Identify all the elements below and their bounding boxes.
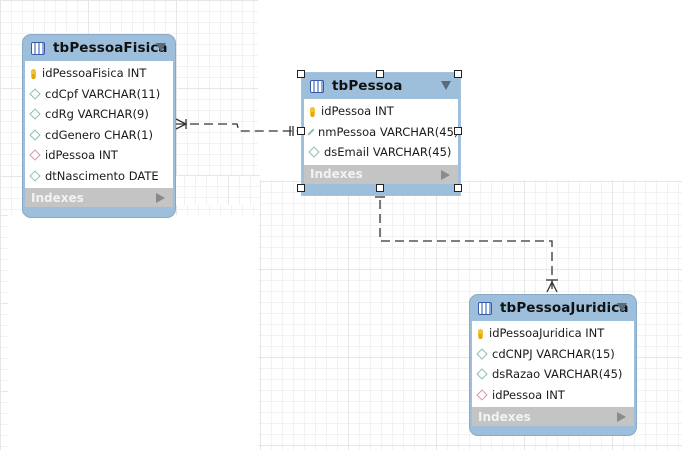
column-list: idPessoa INT nmPessoa VARCHAR(45) dsEmai… [304,99,458,165]
column-label: idPessoaFisica INT [42,66,147,81]
column-diamond-icon [476,348,488,360]
indexes-section[interactable]: Indexes [25,188,173,207]
column-row[interactable]: cdCpf VARCHAR(11) [25,84,173,105]
indexes-label: Indexes [310,167,363,181]
column-list: idPessoaFisica INT cdCpf VARCHAR(11) cdR… [25,61,173,188]
column-label: dsEmail VARCHAR(45) [324,145,452,160]
column-diamond-icon [308,146,320,158]
resize-handle-right[interactable] [454,127,462,135]
primary-key-icon [31,68,36,79]
column-diamond-icon [29,88,41,100]
column-label: nmPessoa VARCHAR(45) [318,124,459,139]
column-row[interactable]: dtNascimento DATE [25,166,173,187]
column-label: idPessoa INT [321,104,394,119]
expand-arrow-icon[interactable] [617,412,626,422]
column-row[interactable]: dsEmail VARCHAR(45) [304,142,458,163]
column-row[interactable]: cdRg VARCHAR(9) [25,104,173,125]
resize-handle-top-right[interactable] [454,70,462,78]
column-label: cdCpf VARCHAR(11) [45,86,161,101]
indexes-label: Indexes [31,190,84,205]
column-label: idPessoa INT [45,148,118,163]
table-name: tbPessoa [332,78,403,94]
column-diamond-icon [476,368,488,380]
table-name: tbPessoaFisica [53,40,168,56]
primary-key-icon [310,106,315,117]
indexes-section[interactable]: Indexes [472,407,634,426]
column-row[interactable]: idPessoaFisica INT [25,63,173,84]
column-list: idPessoaJuridica INT cdCNPJ VARCHAR(15) … [472,321,634,407]
indexes-label: Indexes [478,409,531,424]
column-label: cdCNPJ VARCHAR(15) [492,346,615,361]
collapse-arrow-icon[interactable] [617,303,627,312]
table-tbPessoa[interactable]: tbPessoa idPessoa INT nmPessoa VARCHAR(4… [301,72,461,196]
table-header[interactable]: tbPessoa [304,73,458,99]
column-label: cdRg VARCHAR(9) [45,107,149,122]
resize-handle-bottom-left[interactable] [297,184,305,192]
table-icon [31,41,45,55]
foreign-key-icon [476,389,488,401]
resize-handle-bottom[interactable] [376,184,384,192]
collapse-arrow-icon[interactable] [156,43,166,52]
resize-handle-top-left[interactable] [297,70,305,78]
table-header[interactable]: tbPessoaFisica [25,35,173,61]
expand-arrow-icon[interactable] [156,193,165,203]
column-label: dsRazao VARCHAR(45) [492,367,623,382]
column-row[interactable]: idPessoa INT [25,145,173,166]
column-row[interactable]: dsRazao VARCHAR(45) [472,364,634,385]
column-label: idPessoa INT [492,387,565,402]
indexes-section[interactable]: Indexes [304,164,458,184]
table-icon [310,79,324,93]
column-diamond-icon [29,129,41,141]
primary-key-icon [478,328,483,339]
column-label: cdGenero CHAR(1) [45,127,153,142]
foreign-key-icon [29,149,41,161]
column-diamond-icon [29,108,41,120]
resize-handle-left[interactable] [297,127,305,135]
column-row[interactable]: idPessoaJuridica INT [472,323,634,344]
expand-arrow-icon[interactable] [441,169,450,180]
resize-handle-top[interactable] [376,70,384,78]
table-tbPessoaJuridica[interactable]: tbPessoaJuridica idPessoaJuridica INT cd… [469,294,637,436]
resize-handle-bottom-right[interactable] [454,184,462,192]
column-diamond-icon [307,128,315,136]
table-icon [478,301,492,315]
column-row[interactable]: cdCNPJ VARCHAR(15) [472,344,634,365]
table-tbPessoaFisica[interactable]: tbPessoaFisica idPessoaFisica INT cdCpf … [22,34,176,218]
column-row[interactable]: cdGenero CHAR(1) [25,125,173,146]
collapse-arrow-icon[interactable] [441,81,451,90]
column-label: idPessoaJuridica INT [489,326,605,341]
canvas-grid [0,215,8,450]
column-label: dtNascimento DATE [45,168,159,183]
column-row[interactable]: idPessoa INT [304,101,458,122]
table-header[interactable]: tbPessoaJuridica [472,295,634,321]
column-row[interactable]: nmPessoa VARCHAR(45) [304,122,458,143]
column-diamond-icon [29,170,41,182]
table-name: tbPessoaJuridica [500,300,629,316]
column-row[interactable]: idPessoa INT [472,385,634,406]
